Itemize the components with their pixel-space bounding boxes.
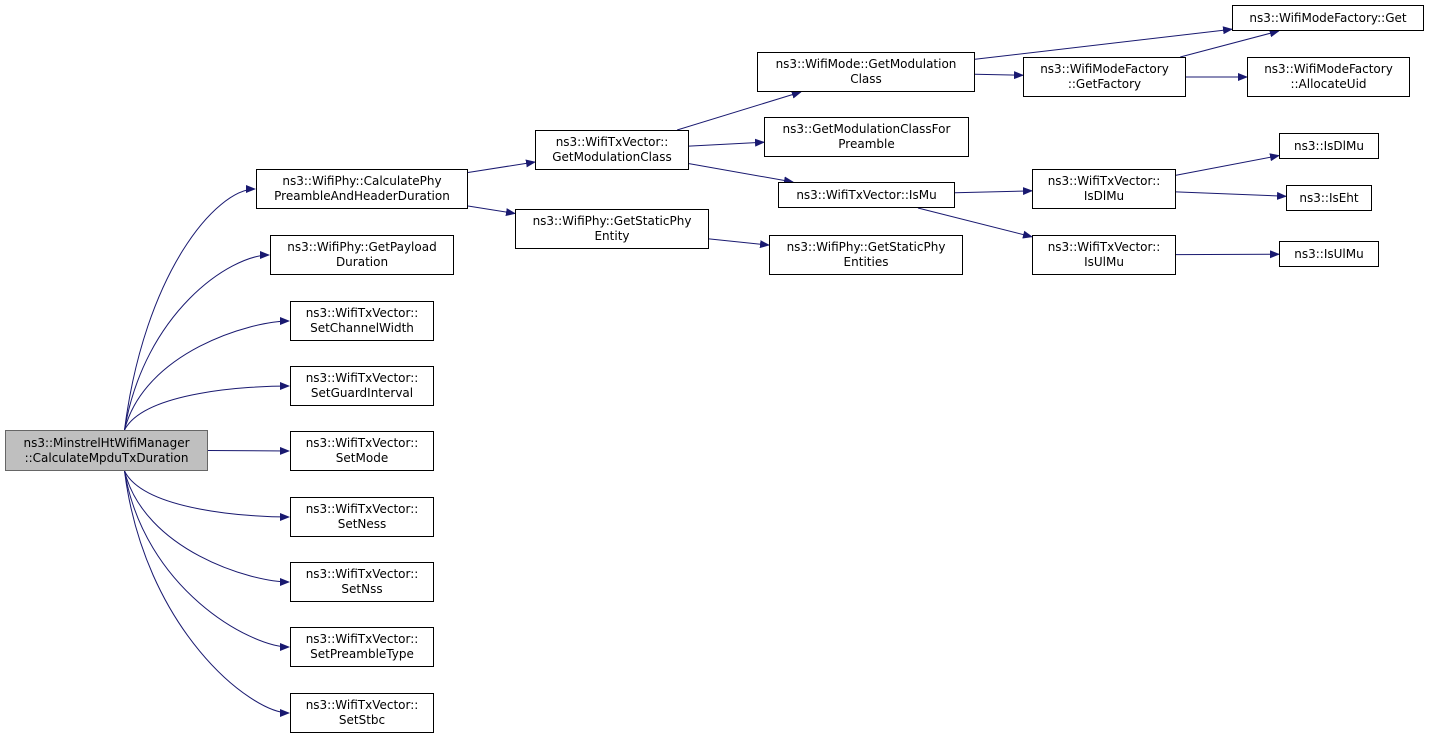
node-label-line: ::GetFactory: [1067, 77, 1142, 91]
node-label-line: SetNess: [337, 517, 387, 531]
node-setNess[interactable]: ns3::WifiTxVector::SetNess: [290, 497, 434, 537]
node-setChannelWidth[interactable]: ns3::WifiTxVector::SetChannelWidth: [290, 301, 434, 341]
node-label-line: ns3::WifiPhy::GetPayload: [287, 240, 437, 254]
node-label-line: ns3::MinstrelHtWifiManager: [23, 435, 190, 450]
node-label-line: Entities: [843, 255, 889, 269]
node-getModClass[interactable]: ns3::WifiTxVector::GetModulationClass: [535, 130, 689, 170]
node-isUlMu[interactable]: ns3::IsUlMu: [1279, 241, 1379, 267]
node-label-line: ns3::WifiModeFactory: [1264, 62, 1393, 76]
node-label-line: SetMode: [335, 451, 389, 465]
node-label-line: ns3::WifiTxVector::: [305, 502, 419, 516]
node-label-line: Class: [850, 72, 882, 86]
node-label-line: ns3::WifiTxVector::: [305, 436, 419, 450]
node-label-line: ns3::WifiModeFactory::Get: [1249, 10, 1407, 25]
edge-root-to-setChannelWidth: [124, 317, 290, 431]
node-setNss[interactable]: ns3::WifiTxVector::SetNss: [290, 562, 434, 602]
node-label-line: ns3::WifiTxVector::: [305, 371, 419, 385]
edge-root-to-setGuardInterval: [124, 382, 290, 431]
node-label-line: ns3::IsUlMu: [1294, 246, 1364, 261]
node-txIsUlMu[interactable]: ns3::WifiTxVector::IsUlMu: [1032, 235, 1176, 275]
node-label-line: ns3::IsEht: [1299, 190, 1359, 205]
node-setPreambleType[interactable]: ns3::WifiTxVector::SetPreambleType: [290, 627, 434, 667]
edge-txIsDlMu-to-isDlMu: [1175, 153, 1280, 176]
node-label-line: SetPreambleType: [310, 647, 414, 661]
node-label-line: SetStbc: [338, 713, 386, 727]
node-label-line: Entity: [594, 229, 630, 243]
edge-root-to-setMode: [207, 446, 290, 455]
edge-getStaticPhyEntity-to-getStaticPhyEntities: [708, 238, 770, 249]
node-isMu[interactable]: ns3::WifiTxVector::IsMu: [778, 182, 955, 208]
edge-txIsDlMu-to-isEht: [1175, 191, 1287, 200]
edge-root-to-setPreambleType: [124, 470, 290, 651]
edge-isMu-to-txIsUlMu: [917, 207, 1033, 239]
node-label-line: ns3::WifiTxVector::: [305, 698, 419, 712]
node-label-line: ns3::WifiTxVector::: [305, 567, 419, 581]
edge-getFactory-to-factoryGet: [1180, 29, 1280, 58]
node-label-line: ns3::WifiPhy::GetStaticPhy: [786, 240, 946, 254]
edge-root-to-calcPhy: [124, 185, 256, 431]
node-label-line: IsUlMu: [1084, 255, 1124, 269]
edge-getModClass-to-isMu: [688, 163, 794, 185]
node-isEht[interactable]: ns3::IsEht: [1286, 185, 1372, 211]
node-label-line: ns3::WifiModeFactory: [1040, 62, 1169, 76]
node-label-line: ns3::WifiTxVector::: [555, 135, 669, 149]
node-label-line: ::CalculateMpduTxDuration: [24, 450, 189, 465]
edge-isMu-to-txIsDlMu: [954, 187, 1033, 196]
edge-root-to-setStbc: [124, 470, 290, 717]
node-label-line: ns3::IsDlMu: [1294, 138, 1364, 153]
node-txIsDlMu[interactable]: ns3::WifiTxVector::IsDlMu: [1032, 169, 1176, 209]
node-factoryGet[interactable]: ns3::WifiModeFactory::Get: [1232, 5, 1424, 31]
node-label-line: ns3::GetModulationClassFor: [782, 122, 951, 136]
node-label-line: ns3::WifiTxVector::: [305, 306, 419, 320]
node-label-line: ns3::WifiTxVector::: [305, 632, 419, 646]
node-label-line: ns3::WifiPhy::CalculatePhy: [282, 174, 442, 188]
node-label-line: ns3::WifiTxVector::IsMu: [796, 187, 937, 202]
node-setStbc[interactable]: ns3::WifiTxVector::SetStbc: [290, 693, 434, 733]
node-isDlMu[interactable]: ns3::IsDlMu: [1279, 133, 1379, 159]
edge-root-to-getPayload: [124, 251, 270, 431]
node-label-line: SetNss: [341, 582, 383, 596]
node-label-line: Preamble: [838, 137, 895, 151]
edge-calcPhy-to-getModClass: [467, 159, 536, 173]
edge-calcPhy-to-getStaticPhyEntity: [467, 205, 516, 217]
node-label-line: Duration: [335, 255, 389, 269]
node-label-line: PreambleAndHeaderDuration: [274, 189, 450, 203]
edge-root-to-setNess: [124, 470, 290, 521]
node-label-line: ns3::WifiTxVector::: [1047, 240, 1161, 254]
node-label-line: SetGuardInterval: [310, 386, 414, 400]
node-label-line: IsDlMu: [1083, 189, 1125, 203]
node-label-line: GetModulationClass: [552, 150, 672, 164]
edge-root-to-setNss: [124, 470, 290, 586]
edge-getModClass-to-modeGetModClass: [676, 90, 802, 131]
node-label-line: ns3::WifiPhy::GetStaticPhy: [532, 214, 692, 228]
node-allocateUid[interactable]: ns3::WifiModeFactory::AllocateUid: [1247, 57, 1410, 97]
edge-modeGetModClass-to-factoryGet: [974, 26, 1233, 60]
node-getFactory[interactable]: ns3::WifiModeFactory::GetFactory: [1023, 57, 1186, 97]
edge-modeGetModClass-to-getFactory: [974, 71, 1024, 80]
node-label-line: ns3::WifiMode::GetModulation: [775, 57, 957, 71]
node-setMode[interactable]: ns3::WifiTxVector::SetMode: [290, 431, 434, 471]
node-label-line: SetChannelWidth: [310, 321, 414, 335]
node-setGuardInterval[interactable]: ns3::WifiTxVector::SetGuardInterval: [290, 366, 434, 406]
node-label-line: ::AllocateUid: [1290, 77, 1367, 91]
node-label-line: ns3::WifiTxVector::: [1047, 174, 1161, 188]
node-root: ns3::MinstrelHtWifiManager::CalculateMpd…: [5, 430, 208, 471]
edge-getModClass-to-getModClassForPreamble: [688, 138, 765, 147]
